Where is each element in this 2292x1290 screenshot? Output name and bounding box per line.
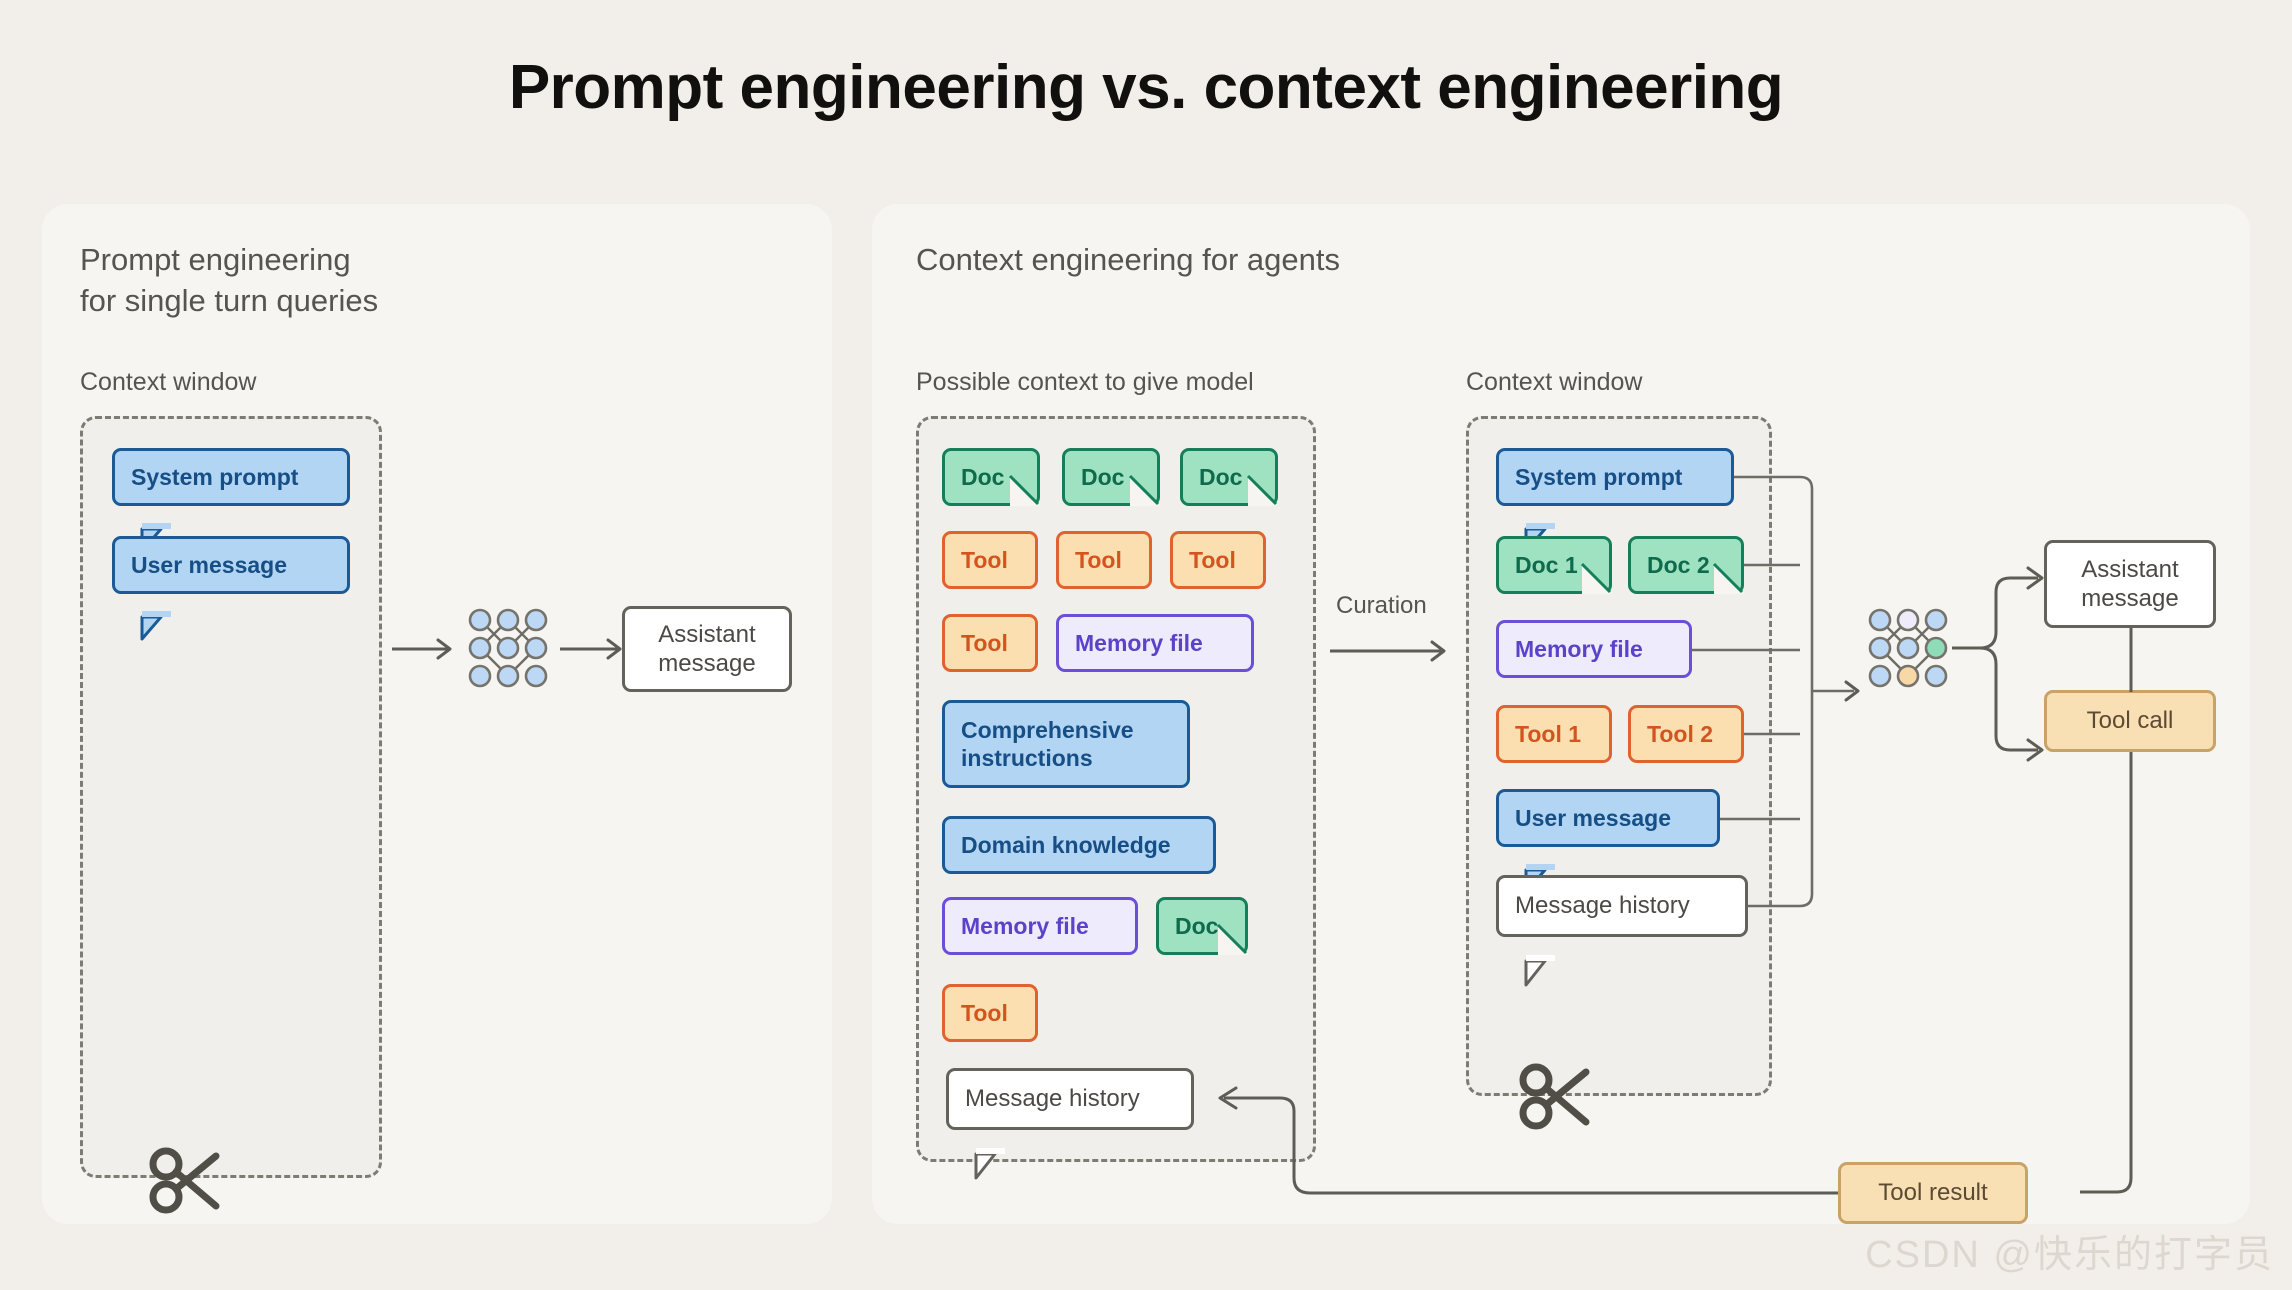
box-label: Assistant message: [658, 620, 756, 677]
chip-user-message-right[interactable]: User message: [1496, 789, 1720, 894]
chip-label: User message: [131, 551, 287, 578]
neural-network-icon-left: [466, 606, 550, 690]
scissors-icon-right: [1510, 1052, 1596, 1138]
chip-tool-1[interactable]: Tool: [942, 531, 1038, 589]
chip-label: Tool: [961, 999, 1008, 1026]
box-label: Tool call: [2086, 707, 2174, 735]
document-fold-icon: [1216, 897, 1248, 956]
panel-prompt-engineering: [42, 204, 832, 1224]
bubble-tail-icon: [1524, 501, 1559, 553]
chip-tool-5[interactable]: Tool: [942, 984, 1038, 1042]
chip-label: Tool: [1075, 546, 1122, 573]
chip-label: Tool: [1189, 546, 1236, 573]
chip-memory-file-1[interactable]: Memory file: [1056, 614, 1254, 672]
chip-label: Comprehensive instructions: [961, 716, 1134, 771]
chip-label: System prompt: [131, 463, 299, 490]
right-context-window: [1466, 416, 1772, 1096]
document-fold-icon: [1712, 536, 1744, 595]
curation-label: Curation: [1336, 592, 1427, 619]
scissors-icon-left: [140, 1136, 226, 1222]
chip-tool-3[interactable]: Tool: [1170, 531, 1266, 589]
document-fold-icon: [1128, 448, 1160, 507]
bubble-tail-icon: [140, 501, 175, 553]
chip-doc-1[interactable]: Doc: [942, 448, 1040, 507]
chip-system-prompt-right[interactable]: System prompt: [1496, 448, 1734, 553]
chip-label: Doc: [1081, 463, 1125, 490]
chip-label: Doc: [1175, 912, 1219, 939]
chip-doc-1-curated[interactable]: Doc 1: [1496, 536, 1612, 595]
possible-context-label: Possible context to give model: [916, 368, 1254, 396]
chip-label: Doc 2: [1647, 551, 1710, 578]
chip-label: Tool: [961, 629, 1008, 656]
chip-user-message-left[interactable]: User message: [112, 536, 350, 641]
chip-label: Message history: [1515, 892, 1690, 920]
box-assistant-message-left[interactable]: Assistant message: [622, 606, 792, 692]
chip-label: Tool 2: [1647, 720, 1714, 747]
chip-comprehensive-instructions[interactable]: Comprehensive instructions: [942, 700, 1190, 788]
document-fold-icon: [1580, 536, 1612, 595]
possible-context-window: [916, 416, 1316, 1162]
left-panel-heading: Prompt engineering for single turn queri…: [80, 242, 379, 318]
chip-label: Tool: [961, 546, 1008, 573]
left-context-window: [80, 416, 382, 1178]
box-tool-result[interactable]: Tool result: [1838, 1162, 2028, 1224]
chip-domain-knowledge[interactable]: Domain knowledge: [942, 816, 1216, 874]
chip-label: Memory file: [961, 912, 1089, 939]
box-label: Tool result: [1878, 1179, 1988, 1207]
chip-label: User message: [1515, 804, 1671, 831]
chip-doc-2[interactable]: Doc: [1062, 448, 1160, 507]
watermark: CSDN @快乐的打字员: [1865, 1234, 2274, 1276]
chip-label: Doc 1: [1515, 551, 1578, 578]
chip-memory-file-curated[interactable]: Memory file: [1496, 620, 1692, 678]
chip-label: Memory file: [1515, 635, 1643, 662]
chip-tool-4[interactable]: Tool: [942, 614, 1038, 672]
chip-doc-4[interactable]: Doc: [1156, 897, 1248, 956]
box-tool-call[interactable]: Tool call: [2044, 690, 2216, 752]
page-title: Prompt engineering vs. context engineeri…: [508, 53, 1784, 122]
chip-doc-3[interactable]: Doc: [1180, 448, 1278, 507]
bubble-tail-icon: [974, 1125, 1009, 1180]
chip-message-history-left[interactable]: Message history: [946, 1068, 1194, 1180]
document-fold-icon: [1008, 448, 1040, 507]
chip-label: Memory file: [1075, 629, 1203, 656]
chip-system-prompt-left[interactable]: System prompt: [112, 448, 350, 553]
neural-network-icon-right: [1866, 606, 1950, 690]
bubble-tail-icon: [1524, 842, 1559, 894]
chip-doc-2-curated[interactable]: Doc 2: [1628, 536, 1744, 595]
chip-label: Doc: [1199, 463, 1243, 490]
left-context-window-label: Context window: [80, 368, 257, 396]
chip-message-history-right[interactable]: Message history: [1496, 875, 1748, 987]
box-label: Assistant message: [2081, 555, 2179, 612]
chip-memory-file-2[interactable]: Memory file: [942, 897, 1138, 955]
chip-label: Tool 1: [1515, 720, 1582, 747]
chip-label: Doc: [961, 463, 1005, 490]
chip-label: Message history: [965, 1085, 1140, 1113]
document-fold-icon: [1246, 448, 1278, 507]
chip-tool-2[interactable]: Tool: [1056, 531, 1152, 589]
chip-tool-2-curated[interactable]: Tool 2: [1628, 705, 1744, 763]
bubble-tail-icon: [1524, 932, 1559, 987]
chip-label: Domain knowledge: [961, 831, 1171, 858]
chip-tool-1-curated[interactable]: Tool 1: [1496, 705, 1612, 763]
right-context-window-label: Context window: [1466, 368, 1643, 396]
chip-label: System prompt: [1515, 463, 1683, 490]
box-assistant-message-right[interactable]: Assistant message: [2044, 540, 2216, 628]
right-panel-heading: Context engineering for agents: [916, 242, 1340, 277]
bubble-tail-icon: [140, 589, 175, 641]
